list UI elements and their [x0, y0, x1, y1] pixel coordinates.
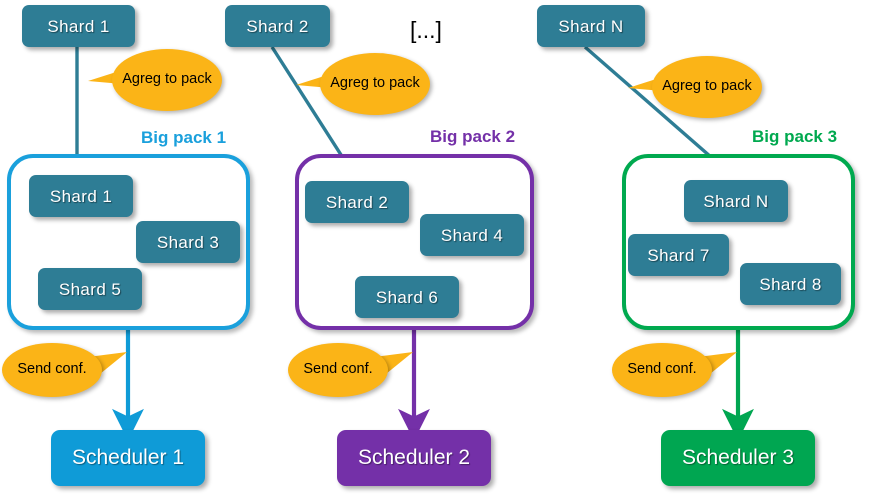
scheduler-2-label: Scheduler 2 [357, 446, 471, 469]
pack-label-1: Big pack 1 [141, 128, 227, 147]
pack3-shard-n[interactable]: Shard N [684, 180, 788, 222]
pack3-shard-n-label: Shard N [703, 191, 769, 211]
pack2-shard-2[interactable]: Shard 2 [305, 181, 409, 223]
top-shard-2[interactable]: Shard 2 [225, 5, 330, 47]
pack1-shard-1[interactable]: Shard 1 [29, 175, 133, 217]
top-shard-1[interactable]: Shard 1 [22, 5, 135, 47]
callout-send-conf-2-label: Send conf. [303, 361, 373, 378]
pack2-shard-6[interactable]: Shard 6 [355, 276, 459, 318]
top-shard-n-label: Shard N [558, 16, 624, 36]
callout-agreg-to-pack-3: Agreg to pack [652, 56, 762, 118]
pack2-shard-6-label: Shard 6 [375, 287, 439, 307]
pack-label-2: Big pack 2 [430, 127, 516, 146]
pack1-shard-1-label: Shard 1 [49, 186, 113, 206]
callout-send-conf-3: Send conf. [612, 343, 712, 397]
top-shard-n[interactable]: Shard N [537, 5, 645, 47]
pack2-shard-4[interactable]: Shard 4 [420, 214, 524, 256]
callout-agreg-to-pack-2-label: Agreg to pack [330, 75, 420, 92]
callout-send-conf-1-label: Send conf. [17, 361, 87, 378]
ellipsis-marker: [...] [410, 17, 442, 43]
callout-agreg-to-pack-2: Agreg to pack [320, 53, 430, 115]
pack1-shard-3[interactable]: Shard 3 [136, 221, 240, 263]
pack1-shard-5-label: Shard 5 [58, 279, 122, 299]
pack2-shard-4-label: Shard 4 [440, 225, 504, 245]
scheduler-2[interactable]: Scheduler 2 [337, 430, 491, 486]
pack1-shard-3-label: Shard 3 [156, 232, 220, 252]
callout-agreg-to-pack-1-label: Agreg to pack [122, 71, 212, 88]
top-shard-2-label: Shard 2 [246, 16, 309, 36]
callout-agreg-to-pack-1: Agreg to pack [112, 49, 222, 111]
callout-send-conf-3-label: Send conf. [627, 361, 697, 378]
top-shard-1-label: Shard 1 [47, 16, 110, 36]
pack3-shard-7[interactable]: Shard 7 [628, 234, 729, 276]
pack3-shard-8[interactable]: Shard 8 [740, 263, 841, 305]
pack3-shard-8-label: Shard 8 [759, 274, 822, 294]
scheduler-1-label: Scheduler 1 [71, 446, 185, 469]
pack-label-3: Big pack 3 [752, 127, 838, 146]
scheduler-3[interactable]: Scheduler 3 [661, 430, 815, 486]
callout-send-conf-2: Send conf. [288, 343, 388, 397]
scheduler-1[interactable]: Scheduler 1 [51, 430, 205, 486]
scheduler-3-label: Scheduler 3 [681, 446, 795, 469]
pack3-shard-7-label: Shard 7 [647, 245, 710, 265]
pack2-shard-2-label: Shard 2 [325, 192, 389, 212]
callout-send-conf-1: Send conf. [2, 343, 102, 397]
pack1-shard-5[interactable]: Shard 5 [38, 268, 142, 310]
callout-agreg-to-pack-3-label: Agreg to pack [662, 78, 752, 95]
